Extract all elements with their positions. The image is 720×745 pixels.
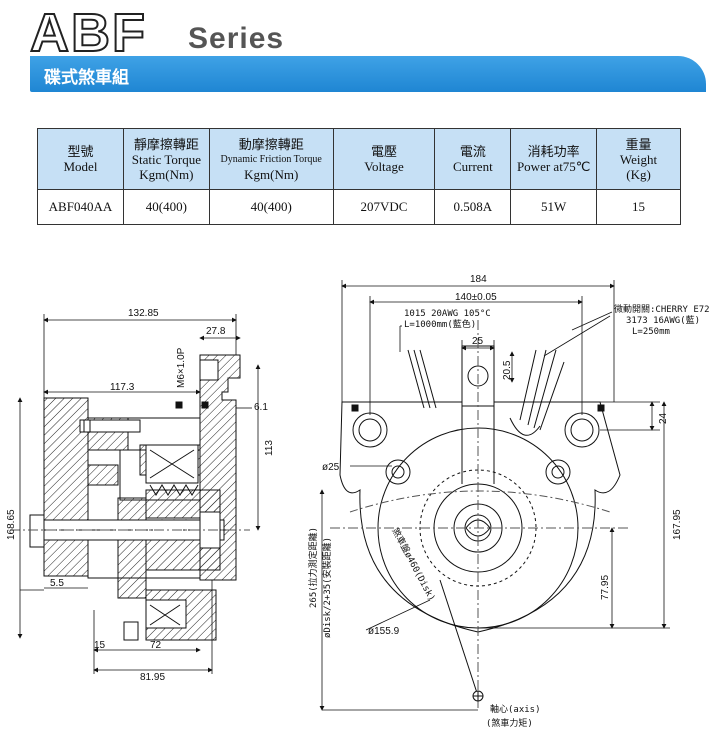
shaft-nut <box>29 514 45 548</box>
brand-logo: ABF <box>29 3 147 63</box>
switch-spec-2: 3173 16AWG(藍) <box>626 314 700 326</box>
wire-spec-2: L=1000mm(藍色) <box>404 318 476 330</box>
cell-voltage: 207VDC <box>332 189 436 225</box>
axis-label-2: (煞車力矩) <box>486 717 533 729</box>
front-view <box>330 320 630 710</box>
front-dimensions <box>319 280 670 711</box>
dim-167-95: 167.95 <box>672 509 683 540</box>
dim-77-95: 77.95 <box>600 575 611 600</box>
axis-label-1: 軸心(axis) <box>490 703 541 715</box>
dim-20-5: 20.5 <box>502 360 513 380</box>
dim-27-8: 27.8 <box>206 326 226 337</box>
dim-15: 15 <box>94 640 106 651</box>
switch-wire <box>519 349 565 431</box>
spec-data-row: ABF040AA 40(400) 40(400) 207VDC 0.508A 5… <box>37 189 681 225</box>
dim-m6: M6×1.0P <box>176 347 187 388</box>
series-label: Series <box>188 22 285 55</box>
dim-113: 113 <box>264 440 275 456</box>
switch-spec-3: L=250mm <box>632 327 670 337</box>
bolt <box>79 419 141 433</box>
spring-top <box>149 484 199 496</box>
dim-disk: øDisk/2+35(安裝距離) <box>321 537 333 638</box>
cell-current: 0.508A <box>434 189 512 225</box>
dim-81-95: 81.95 <box>140 672 165 683</box>
dim-184: 184 <box>470 274 487 285</box>
cell-model: ABF040AA <box>37 189 124 225</box>
switch-spec-1: 微動開關:CHERRY E72 <box>614 303 710 315</box>
side-dimensions <box>17 314 261 674</box>
dim-5-5: 5.5 <box>50 578 64 589</box>
cell-power: 51W <box>510 189 598 225</box>
cell-static-torque: 40(400) <box>122 189 210 225</box>
dim-168-65: 168.65 <box>6 509 17 540</box>
wire-spec-1: 1015 20AWG 105°C <box>404 309 491 319</box>
armature-plate <box>117 497 147 599</box>
banner-title: 碟式煞車組 <box>44 68 129 88</box>
cell-dynamic-torque: 40(400) <box>208 189 334 225</box>
dim-117-3: 117.3 <box>110 382 135 393</box>
technical-drawing: 132.85 27.8 M6×1.0P 117.3 6.1 113 168.65… <box>6 274 710 729</box>
dim-72: 72 <box>150 640 162 651</box>
dim-265: 265(拉力測定距離) <box>307 527 319 608</box>
dim-155-9: ø155.9 <box>368 626 400 637</box>
coil-wire <box>407 349 437 409</box>
side-view <box>10 354 250 641</box>
dim-132-85: 132.85 <box>128 308 159 319</box>
dim-phi25: ø25 <box>322 462 340 473</box>
cell-weight: 15 <box>596 189 681 225</box>
dim-6-1: 6.1 <box>254 402 268 413</box>
dim-24: 24 <box>658 412 669 424</box>
dim-25: 25 <box>472 336 484 347</box>
dim-140: 140±0.05 <box>455 292 497 303</box>
section-banner: 碟式煞車組 <box>30 56 706 92</box>
